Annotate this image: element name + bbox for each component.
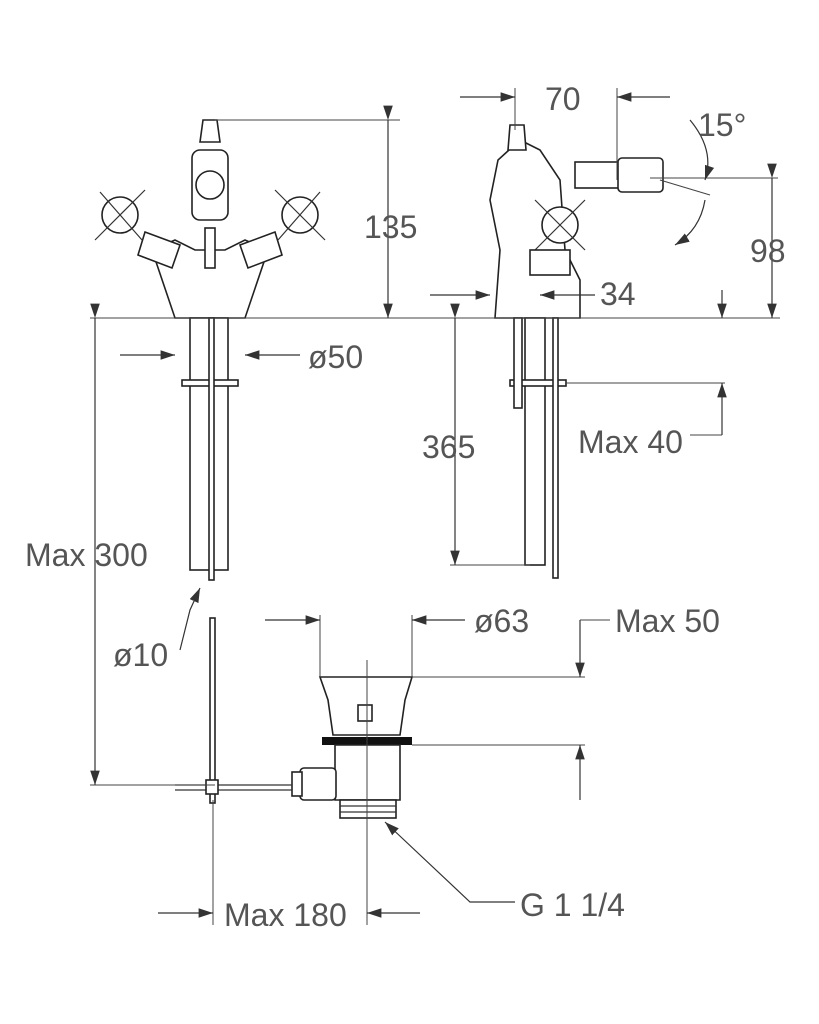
dim-base-diameter: ø50 [308,339,363,375]
dimension-lines [90,88,780,925]
pop-up-waste [175,617,414,819]
dim-max-rod: Max 300 [25,537,148,573]
dim-angle: 15° [698,107,746,143]
dim-width-top: 70 [545,81,581,117]
dim-waste-diameter: ø63 [474,603,529,639]
dim-max-waste: Max 50 [615,603,720,639]
dim-height-side: 98 [750,233,786,269]
dim-max-offset: Max 180 [224,897,347,933]
dim-shank-length: 365 [422,429,475,465]
front-view-faucet [94,119,326,581]
dim-thread: G 1 1/4 [520,887,625,923]
dim-height-front: 135 [364,209,417,245]
dim-depth: 34 [600,276,636,312]
dim-rod-diameter: ø10 [113,637,168,673]
side-view-faucet [489,124,664,579]
dim-max-deck: Max 40 [578,424,683,460]
